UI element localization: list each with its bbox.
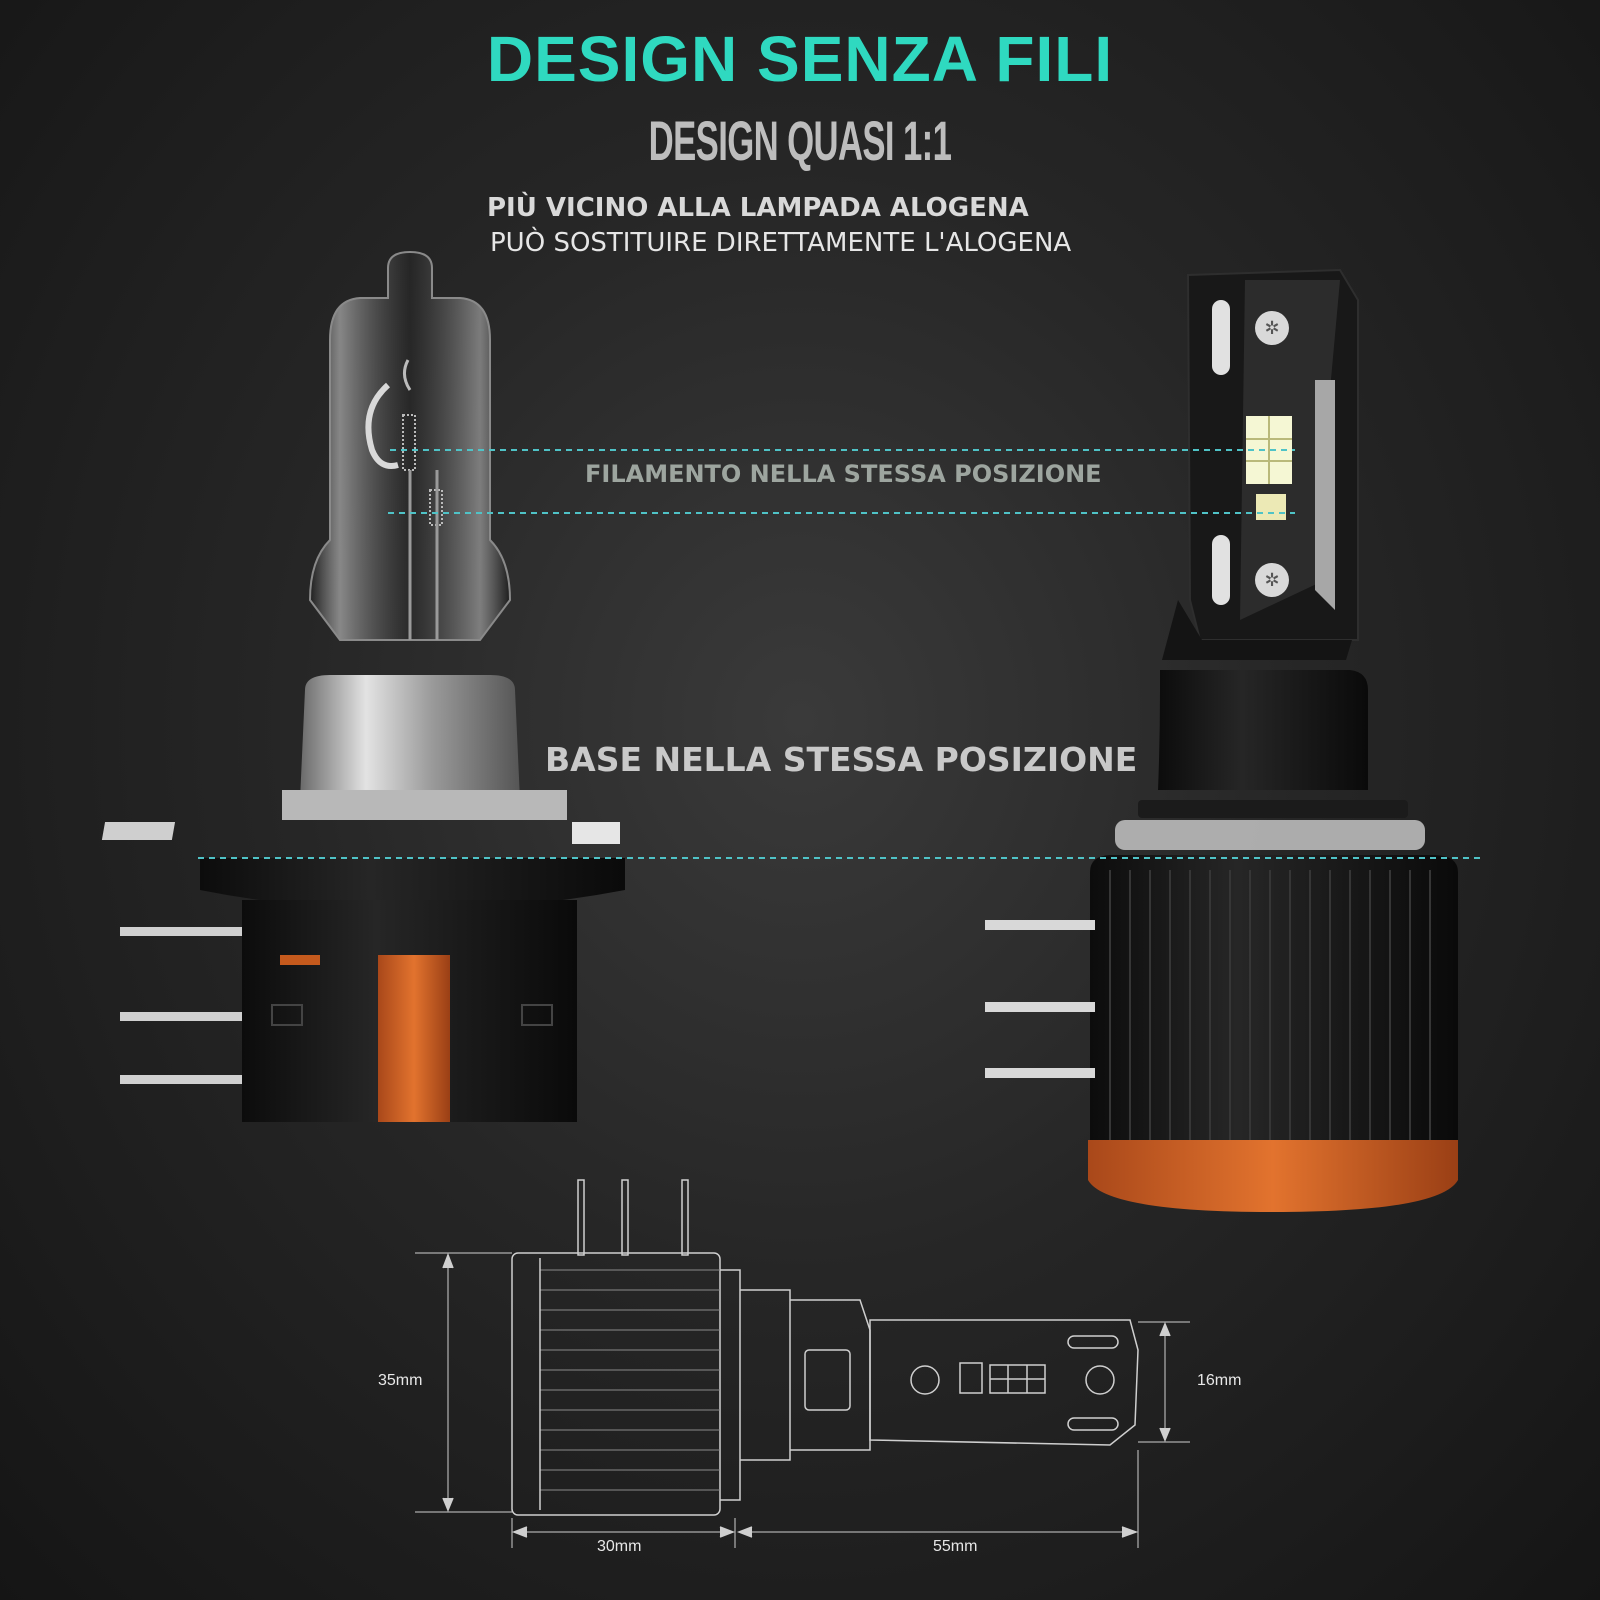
dimension-height-head: 16mm (1197, 1372, 1242, 1389)
dimension-width-head: 55mm (933, 1538, 978, 1555)
filament-position-label: FILAMENTO NELLA STESSA POSIZIONE (585, 460, 1102, 488)
page-subtitle: DESIGN QUASI 1:1 (648, 109, 952, 172)
base-position-label: BASE NELLA STESSA POSIZIONE (545, 740, 1138, 779)
feature-line-1: PIÙ VICINO ALLA LAMPADA ALOGENA (487, 193, 1029, 223)
page-title: DESIGN SENZA FILI (486, 23, 1114, 95)
dimension-height-total: 35mm (378, 1372, 423, 1389)
svg-text:✲: ✲ (1264, 570, 1279, 591)
dimension-width-base: 30mm (597, 1538, 642, 1555)
feature-line-2: PUÒ SOSTITUIRE DIRETTAMENTE L'ALOGENA (490, 228, 1072, 258)
halogen-bulb (101, 250, 625, 1122)
guide-lines (198, 449, 1485, 859)
technical-drawing (415, 1179, 1190, 1548)
svg-text:✲: ✲ (1264, 318, 1279, 339)
led-bulb: ✲ ✲ (985, 268, 1458, 1212)
